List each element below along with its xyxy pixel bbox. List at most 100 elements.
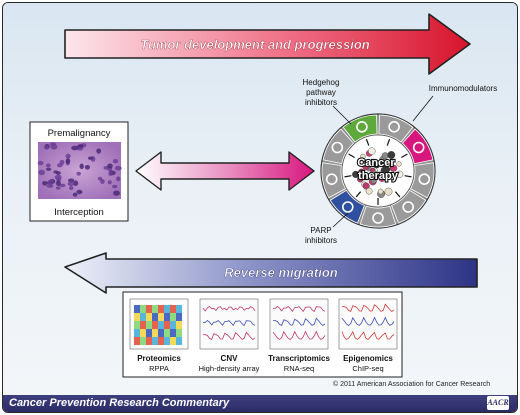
tumor-cell xyxy=(387,151,396,159)
omics-track xyxy=(341,330,395,341)
cell-nucleus xyxy=(116,176,121,182)
tumor-cell xyxy=(357,175,364,183)
cell-nucleus xyxy=(76,189,83,195)
cell-nucleus xyxy=(45,163,51,168)
interception-double-arrow xyxy=(135,151,315,191)
cell-nucleus xyxy=(65,153,71,159)
tumor-cell-cluster xyxy=(352,147,404,198)
heatmap-cell xyxy=(170,329,176,337)
cell-nucleus xyxy=(38,169,45,176)
cell-nucleus xyxy=(73,180,79,186)
wheel-inner-disc xyxy=(341,134,415,208)
omics-track xyxy=(272,305,326,313)
cell-nucleus xyxy=(107,180,112,185)
cell-nucleus xyxy=(59,159,65,165)
tumor-cell xyxy=(371,170,379,178)
heatmap-cell xyxy=(134,337,140,345)
wheel-inward-arrows xyxy=(344,138,412,205)
heatmap-cell xyxy=(176,337,182,345)
wheel-segment xyxy=(359,205,397,228)
cnv-subtitle: High-density array xyxy=(199,364,260,373)
heatmap-cell xyxy=(152,321,158,329)
interception-caption: Interception xyxy=(54,207,104,218)
heatmap-cell xyxy=(146,329,152,337)
cell-nucleus xyxy=(67,178,75,183)
cell-nucleus xyxy=(65,158,71,164)
proteomics-title: Proteomics xyxy=(137,354,181,363)
heatmap-cell xyxy=(140,305,146,313)
wheel-segment xyxy=(322,128,355,165)
aacr-logo: AACR xyxy=(487,396,509,410)
heatmap-cell xyxy=(158,321,164,329)
heatmap-cell xyxy=(140,313,146,321)
tumor-cell xyxy=(378,175,386,182)
plus-icon xyxy=(325,173,338,185)
tumor-cell xyxy=(373,161,381,169)
premalignancy-panel: Premalignancy Interception xyxy=(29,121,129,222)
tumor-cell xyxy=(368,147,376,155)
inward-arrow xyxy=(365,138,370,146)
capsule-icon xyxy=(372,212,384,224)
parp-label-1: PARP xyxy=(310,226,331,235)
cell-nucleus xyxy=(44,145,49,150)
immunomodulators-callout: Immunomodulators xyxy=(412,84,497,122)
tumor-cell xyxy=(380,167,387,173)
dna-icon xyxy=(341,201,354,213)
omics-thumbnail xyxy=(338,298,398,350)
heatmap-cell xyxy=(134,321,140,329)
heatmap-cell xyxy=(158,337,164,345)
key-icon xyxy=(402,201,415,213)
cell-nucleus xyxy=(71,145,79,151)
cell-nucleus xyxy=(59,183,66,188)
omics-track xyxy=(272,317,326,327)
heatmap-cell xyxy=(152,305,158,313)
heatmap-cell xyxy=(134,305,140,313)
cell-nucleus xyxy=(79,163,84,170)
inward-arrow xyxy=(401,153,408,159)
cell-nucleus xyxy=(100,179,105,184)
cell-nucleus xyxy=(53,170,59,174)
atom-icon xyxy=(331,141,344,154)
heatmap-cell xyxy=(134,313,140,321)
cell-nucleus xyxy=(96,148,102,154)
cell-nucleus xyxy=(55,180,61,186)
heatmap-cell xyxy=(140,321,146,329)
heatmap-cell xyxy=(146,337,152,345)
histology-image xyxy=(38,142,121,199)
heatmap-cell xyxy=(152,329,158,337)
tumor-cell xyxy=(396,170,404,178)
tumor-cell xyxy=(377,188,384,195)
tumor-cell xyxy=(384,187,393,196)
footer-bar: Cancer Prevention Research Commentary AA… xyxy=(3,395,517,412)
omics-track xyxy=(202,331,256,341)
tumor-cell xyxy=(362,182,370,190)
heatmap-cell xyxy=(164,313,170,321)
tumor-progression-label: Tumor development and progression xyxy=(140,37,370,52)
footer-title: Cancer Prevention Research Commentary xyxy=(9,397,230,409)
inward-arrow xyxy=(404,175,412,178)
wheel-segment xyxy=(321,162,347,199)
cell-nucleus xyxy=(72,192,78,197)
copyright-notice: © 2011 American Association for Cancer R… xyxy=(333,381,491,388)
tumor-cell xyxy=(396,161,402,167)
cell-nucleus xyxy=(87,156,94,160)
transcriptomics-title: Transcriptomics xyxy=(268,354,330,363)
inward-arrow xyxy=(355,191,362,198)
heatmap-cell xyxy=(146,313,152,321)
tumor-cell xyxy=(352,170,360,179)
cell-nucleus xyxy=(55,186,61,190)
heatmap-cell xyxy=(176,305,182,313)
no-icon xyxy=(388,121,400,133)
cell-nucleus xyxy=(112,159,119,164)
heatmap-cell xyxy=(170,305,176,313)
cell-nucleus xyxy=(114,165,122,171)
omics-plots xyxy=(129,298,398,350)
heatmap-cell xyxy=(158,329,164,337)
tumor-cell xyxy=(370,178,377,184)
pie-icon xyxy=(412,141,425,154)
cell-nucleus xyxy=(50,142,56,146)
proteomics-subtitle: RPPA xyxy=(149,364,169,373)
